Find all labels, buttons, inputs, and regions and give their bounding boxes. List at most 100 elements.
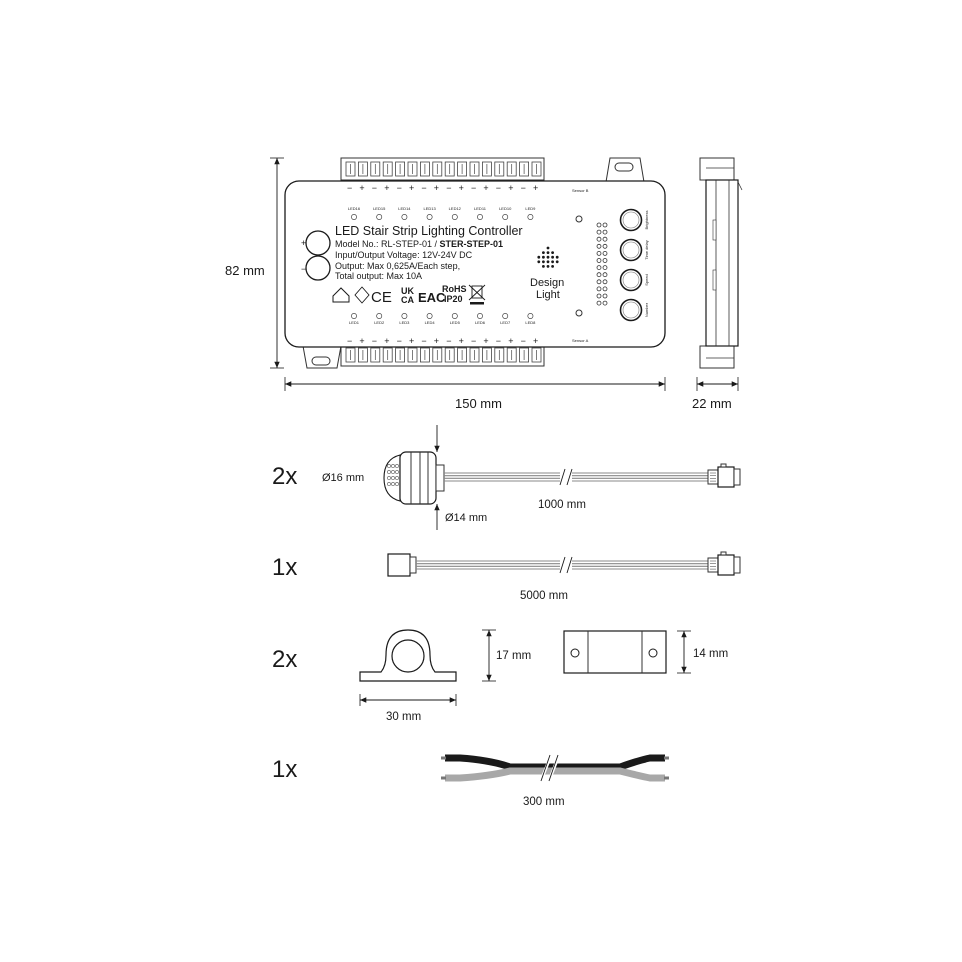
led-indicator (477, 214, 483, 220)
top-polarity-marks: −+−+−+−+−+−+−+−+ (347, 183, 538, 193)
polarity-mark: + (434, 183, 439, 193)
polarity-mark: − (347, 183, 352, 193)
sensor-b-label: Sensor B (572, 188, 589, 193)
dim-depth-22: 22 mm (692, 396, 732, 411)
logo-dot (555, 260, 559, 264)
indicator-dot (602, 258, 608, 263)
dim-length-1000: 1000 mm (538, 499, 586, 511)
indicator-dot (602, 236, 608, 242)
polarity-mark: − (471, 183, 476, 193)
led-indicator (351, 313, 357, 319)
house-icon (332, 287, 350, 303)
led-indicator (477, 313, 483, 319)
logo-dot (546, 255, 550, 259)
indicator-dot (596, 265, 602, 271)
qty-sensor: 2x (272, 463, 297, 490)
polarity-mark: − (521, 336, 526, 346)
led-label: LED2 (374, 320, 385, 325)
eac-mark: EAC (418, 290, 446, 305)
dim-width-30: 30 mm (386, 711, 421, 723)
led-indicator (401, 313, 408, 319)
logo-dot (542, 251, 545, 255)
model-number: Model No.: RL-STEP-01 / STER-STEP-01 (335, 239, 503, 249)
indicator-dot (602, 250, 608, 256)
led-label: LED1 (349, 320, 360, 325)
dim-height-82: 82 mm (225, 263, 265, 278)
bottom-polarity-marks: −+−+−+−+−+−+−+−+ (347, 336, 538, 346)
sensor-a-port (575, 309, 583, 317)
polarity-mark: + (483, 336, 488, 346)
led-label: LED3 (399, 320, 410, 325)
logo-dot (537, 255, 541, 259)
polarity-mark: + (508, 183, 513, 193)
logo-dot (542, 255, 545, 259)
bottom-terminal-screws (345, 347, 542, 363)
cable-clip-front (359, 629, 457, 682)
polarity-mark: + (409, 336, 414, 346)
rohs-mark: RoHS (442, 284, 467, 294)
led-indicator (401, 214, 408, 220)
dimension-lines (270, 157, 739, 391)
connector-housing (707, 557, 719, 573)
brand-design: Design (530, 277, 564, 289)
ce-mark: CE (371, 289, 392, 306)
logo-dot (542, 265, 545, 268)
polarity-mark: − (496, 183, 501, 193)
indicator-dot (602, 243, 608, 249)
logo-dot (551, 265, 554, 268)
control-button-label: Time delay (644, 240, 649, 259)
led-label: LED16 (348, 206, 361, 211)
ukca-mark-bottom: CA (401, 295, 414, 305)
indicator-dot (602, 222, 608, 228)
indicator-dot (602, 272, 608, 278)
polarity-mark: − (397, 183, 402, 193)
polarity-mark: − (347, 336, 352, 346)
side-top-terminal (699, 157, 735, 181)
qty-power-wire: 1x (272, 756, 297, 783)
controller-side-view (699, 157, 743, 369)
ukca-mark-top: UK (401, 286, 414, 296)
polarity-mark: + (483, 183, 488, 193)
sensor-a-label: Sensor A (572, 338, 589, 343)
power-plus-terminal (305, 230, 331, 256)
logo-dot (537, 260, 541, 264)
logo-dot (551, 255, 554, 259)
sensor-b-port (575, 215, 583, 223)
top-terminal-screws (345, 161, 542, 177)
output-spec: Output: Max 0,625A/Each step, (335, 261, 460, 271)
connector-plug (717, 466, 735, 488)
polarity-mark: − (446, 336, 451, 346)
led-label: LED6 (475, 320, 486, 325)
indicator-dot (596, 250, 602, 256)
polarity-mark: + (359, 336, 364, 346)
polarity-mark: + (359, 183, 364, 193)
extension-cable (416, 551, 741, 576)
indicator-dot (596, 272, 602, 278)
led-label: LED14 (398, 206, 411, 211)
logo-dot (555, 255, 559, 259)
class-iii-icon (354, 286, 370, 304)
power-minus-terminal (305, 255, 331, 281)
led-indicator (502, 214, 509, 220)
plus-mark: + (301, 238, 306, 248)
led-label: LED4 (425, 320, 436, 325)
polarity-mark: + (508, 336, 513, 346)
led-label: LED7 (500, 320, 511, 325)
side-housing (705, 179, 739, 347)
indicator-dot (596, 229, 602, 235)
dim-height-14: 14 mm (693, 648, 728, 660)
polarity-mark: + (409, 183, 414, 193)
polarity-mark: − (372, 183, 377, 193)
female-connector (387, 553, 417, 577)
polarity-mark: − (521, 183, 526, 193)
dim-length-5000: 5000 mm (520, 590, 568, 602)
ip-rating: IP20 (444, 294, 463, 304)
polarity-mark: − (496, 336, 501, 346)
control-button (619, 208, 643, 232)
indicator-dot (596, 236, 602, 242)
dim-diameter-14: Ø14 mm (445, 512, 487, 524)
design-light-logo-dots (537, 246, 559, 268)
led-label: LED9 (525, 206, 536, 211)
brand-light: Light (536, 289, 560, 301)
